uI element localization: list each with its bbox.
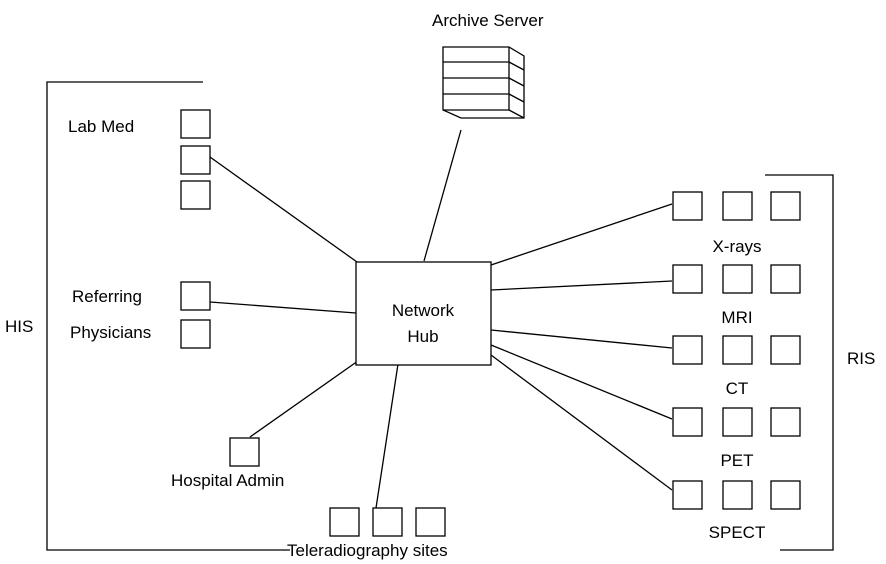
teleradiography-box [329, 507, 360, 537]
pet-label: PET [720, 451, 753, 470]
mri-boxes [672, 264, 801, 294]
hospital-admin-label: Hospital Admin [171, 471, 284, 490]
network-hub-label-line2: Hub [407, 327, 438, 346]
teleradiography-box [372, 507, 403, 537]
xrays-label: X-rays [712, 237, 761, 256]
ct-boxes [672, 335, 801, 365]
link-mri [490, 280, 673, 291]
archive-server-label: Archive Server [432, 11, 544, 30]
link-teleradiography [375, 363, 399, 509]
spect-boxes [672, 480, 801, 510]
link-hospital-admin [249, 355, 366, 438]
referring-physicians-box [180, 281, 211, 311]
lab-med-box [180, 145, 211, 175]
his-label: HIS [5, 317, 33, 336]
referring-physicians-box [180, 319, 211, 349]
physicians-label: Physicians [70, 323, 151, 342]
mri-label: MRI [721, 308, 752, 327]
link-referring-physicians [209, 301, 357, 314]
teleradiography-sites-label: Teleradiography sites [287, 541, 448, 560]
lab-med-box [180, 109, 211, 139]
connections [209, 129, 673, 509]
referring-label: Referring [72, 287, 142, 306]
hospital-admin-box [229, 437, 260, 467]
spect-label: SPECT [709, 523, 766, 542]
link-lab-med [209, 156, 358, 263]
network-hub-label-line1: Network [392, 301, 455, 320]
ris-bracket [765, 174, 834, 551]
link-pet [490, 344, 673, 420]
archive-server-icon [442, 46, 525, 119]
link-xrays [490, 203, 673, 266]
ct-label: CT [726, 379, 749, 398]
link-spect [490, 354, 673, 491]
his-bracket [46, 81, 290, 551]
ris-label: RIS [847, 349, 875, 368]
lab-med-box [180, 180, 211, 210]
teleradiography-box [415, 507, 446, 537]
pet-boxes [672, 407, 801, 437]
link-ct [490, 329, 673, 349]
link-archive-server [423, 129, 462, 262]
lab-med-label: Lab Med [68, 117, 134, 136]
network-hub-box [355, 261, 492, 366]
xrays-boxes [672, 191, 801, 221]
